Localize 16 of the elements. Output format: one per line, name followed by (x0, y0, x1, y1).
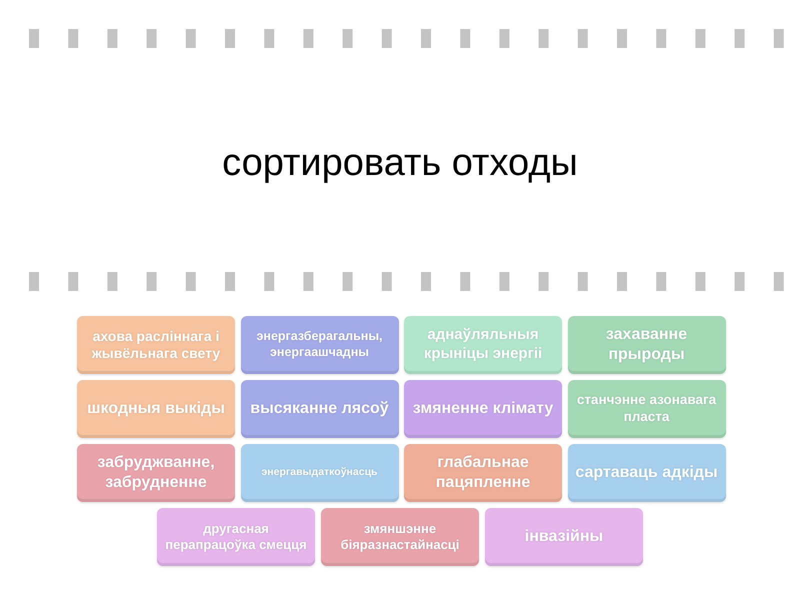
word-card: змяненне клімату (404, 380, 562, 438)
word-card: глабальнае пацяпленне (404, 444, 562, 502)
word-card: забруджванне, забрудненне (77, 444, 235, 502)
word-card: другасная перапрацоўка смецця (157, 508, 315, 566)
word-card: аднаўляльныя крыніцы энергіі (404, 316, 562, 374)
word-card: высяканне лясоў (240, 380, 398, 438)
word-card: шкодныя выкіды (77, 380, 235, 438)
word-card: станчэнне азонавага пласта (568, 380, 726, 438)
word-card: энергазберагальны, энергаашчадны (240, 316, 398, 374)
word-card: інвазійны (485, 508, 643, 566)
word-card: змяншэнне біяразнастайнасці (321, 508, 479, 566)
word-card: захаванне прыроды (568, 316, 726, 374)
word-card: ахова расліннага і жывёльнага свету (77, 316, 235, 374)
word-card: энергавыдаткоўнасць (240, 444, 398, 502)
title: сортировать отходы (222, 141, 578, 186)
word-card: сартаваць адкіды (568, 444, 726, 502)
